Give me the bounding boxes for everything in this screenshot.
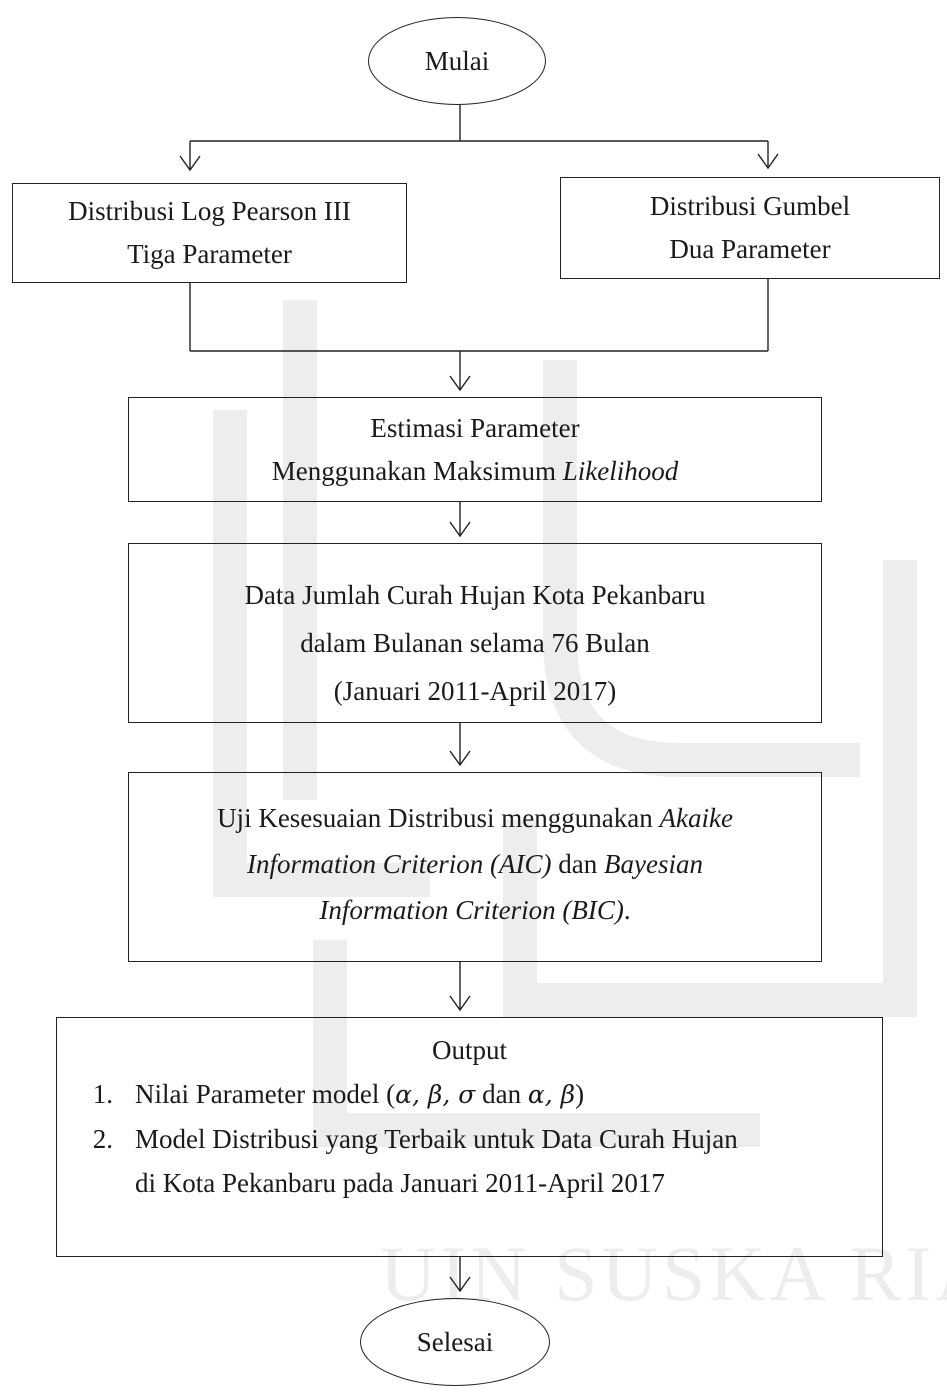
- fit-test-line3: Information Criterion (BIC).: [319, 887, 630, 933]
- fit-test-text-c: Information Criterion (AIC): [247, 849, 552, 879]
- log-pearson-line2: Tiga Parameter: [127, 239, 292, 269]
- data-line3: (Januari 2011-April 2017): [333, 676, 617, 706]
- gumbel-line1: Distribusi Gumbel: [649, 191, 851, 221]
- end-label: Selesai: [416, 1326, 494, 1357]
- output-item1-text: Nilai Parameter model (: [135, 1079, 396, 1109]
- fit-test-text-g: .: [623, 895, 631, 925]
- start-label: Mulai: [424, 45, 490, 76]
- fit-test-text-a: Uji Kesesuaian Distribusi menggunakan: [217, 803, 660, 833]
- output-item1-dan: dan: [475, 1079, 528, 1109]
- data-line2: dalam Bulanan selama 76 Bulan: [300, 628, 650, 658]
- output-item2-line1: Model Distribusi yang Terbaik untuk Data…: [135, 1124, 738, 1154]
- log-pearson-box: Distribusi Log Pearson III Tiga Paramete…: [12, 183, 407, 283]
- output-item-text: Nilai Parameter model (α, β, σ dan α, β): [135, 1072, 882, 1117]
- arrow-head: [449, 750, 471, 767]
- gumbel-box: Distribusi Gumbel Dua Parameter: [560, 177, 940, 279]
- fit-test-line2: Information Criterion (AIC) dan Bayesian: [247, 841, 703, 887]
- output-item-number: 1.: [92, 1079, 113, 1109]
- watermark-stroke: [313, 940, 760, 1147]
- start-node: Mulai: [368, 17, 546, 105]
- arrow-head: [449, 521, 471, 538]
- estimation-line2: Menggunakan Maksimum Likelihood: [272, 450, 678, 493]
- arrow-head: [179, 155, 201, 172]
- estimation-line2-italic: Likelihood: [562, 455, 679, 486]
- arrow-head: [449, 995, 471, 1012]
- output-box: Output 1. Nilai Parameter model (α, β, σ…: [56, 1017, 883, 1257]
- output-list: 1. Nilai Parameter model (α, β, σ dan α,…: [57, 1072, 882, 1205]
- output-item1-math1: α, β, σ: [395, 1080, 476, 1109]
- arrow-head: [449, 1276, 471, 1293]
- watermark-stroke: [213, 410, 430, 897]
- output-item1-math2: α, β: [527, 1080, 576, 1109]
- fit-test-box: Uji Kesesuaian Distribusi menggunakan Ak…: [128, 772, 822, 962]
- fit-test-line1: Uji Kesesuaian Distribusi menggunakan Ak…: [217, 795, 733, 841]
- fit-test-text-d: dan: [551, 849, 604, 879]
- output-item: 2. Model Distribusi yang Terbaik untuk D…: [57, 1117, 882, 1205]
- arrow-head: [449, 375, 471, 392]
- fit-test-text-b: Akaike: [659, 803, 733, 833]
- arrow-head: [757, 153, 779, 170]
- data-line1: Data Jumlah Curah Hujan Kota Pekanbaru: [244, 580, 706, 610]
- watermark-stroke: [503, 560, 917, 1017]
- estimation-line1: Estimasi Parameter: [370, 412, 580, 443]
- watermark-stroke: [543, 360, 860, 777]
- end-node: Selesai: [360, 1298, 550, 1386]
- output-item: 1. Nilai Parameter model (α, β, σ dan α,…: [57, 1072, 882, 1117]
- gumbel-line2: Dua Parameter: [669, 234, 831, 264]
- log-pearson-line1: Distribusi Log Pearson III: [68, 196, 351, 226]
- output-item-text: Model Distribusi yang Terbaik untuk Data…: [135, 1117, 882, 1205]
- output-item2-line2: di Kota Pekanbaru pada Januari 2011-Apri…: [135, 1168, 665, 1198]
- data-box: Data Jumlah Curah Hujan Kota Pekanbaru d…: [128, 543, 822, 723]
- output-item-number: 2.: [92, 1124, 113, 1154]
- estimation-box: Estimasi Parameter Menggunakan Maksimum …: [128, 397, 822, 502]
- estimation-line2-text: Menggunakan Maksimum: [271, 455, 563, 486]
- fit-test-text-f: Information Criterion (BIC): [319, 895, 624, 925]
- output-title: Output: [431, 1035, 507, 1065]
- fit-test-text-e: Bayesian: [604, 849, 703, 879]
- output-item1-close: ): [575, 1079, 585, 1109]
